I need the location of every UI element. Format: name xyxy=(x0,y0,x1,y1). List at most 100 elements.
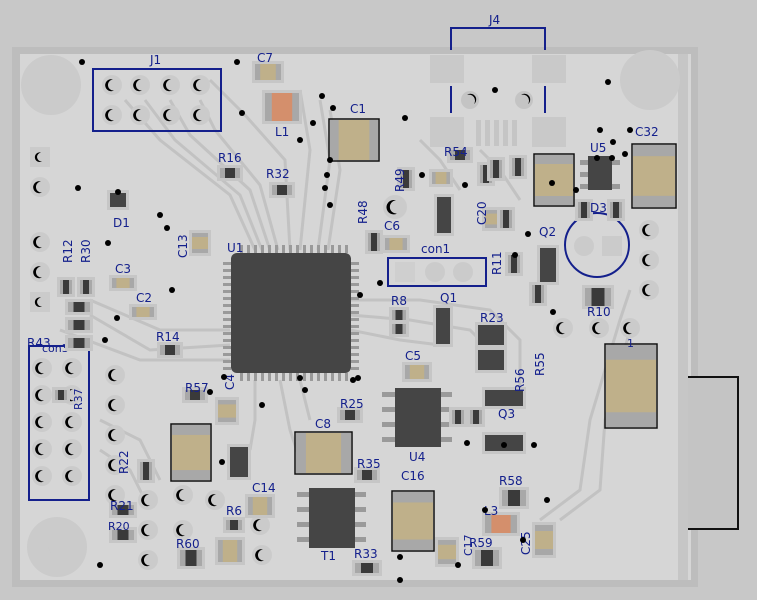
resistor-R16[interactable] xyxy=(217,165,243,181)
capacitor-C10[interactable] xyxy=(215,537,245,565)
resistor-R32[interactable] xyxy=(269,182,295,198)
resistor-R59[interactable] xyxy=(472,547,502,569)
resistor-R6[interactable] xyxy=(223,517,245,533)
transistor-Q3[interactable] xyxy=(482,387,526,409)
resistor-R56[interactable] xyxy=(467,407,485,427)
resistor-R12[interactable] xyxy=(57,277,75,297)
resistor-R58[interactable] xyxy=(499,487,529,509)
resistor-R25[interactable] xyxy=(337,407,363,423)
capacitor-C2[interactable] xyxy=(129,304,157,320)
resistor-R48[interactable] xyxy=(365,230,383,254)
capacitor-C6[interactable] xyxy=(382,235,410,253)
con3-pin xyxy=(32,466,52,486)
capacitor-C5[interactable] xyxy=(402,362,432,382)
resistor-R22[interactable] xyxy=(137,459,155,483)
capacitor-C3[interactable] xyxy=(109,275,137,291)
label-R58: R58 xyxy=(499,474,523,488)
resistor-R20[interactable] xyxy=(109,527,137,543)
inductor-L3[interactable] xyxy=(482,512,520,536)
resistor-R23b[interactable] xyxy=(475,347,507,373)
connector-con1[interactable]: con1 xyxy=(387,242,487,287)
through-hole-pad xyxy=(250,515,270,535)
resistor-R13[interactable] xyxy=(607,199,625,221)
label-R35: R35 xyxy=(357,457,381,471)
resistor-R60[interactable] xyxy=(177,547,205,569)
resistor-R8[interactable] xyxy=(389,307,409,323)
connector-con3[interactable]: con3 xyxy=(28,342,90,501)
resistor-R35[interactable] xyxy=(354,467,380,483)
ic-T1[interactable]: T1 xyxy=(297,488,366,563)
capacitor-C21[interactable] xyxy=(429,169,453,187)
u1-pin xyxy=(223,290,231,293)
u1-pin xyxy=(223,269,231,272)
resistor-R43[interactable] xyxy=(65,335,93,351)
con3-pin xyxy=(62,466,82,486)
capacitor-C7[interactable] xyxy=(252,61,284,83)
resistor-R21[interactable] xyxy=(109,502,137,518)
resistor-R49[interactable] xyxy=(397,167,415,191)
resistor-R57[interactable] xyxy=(182,387,208,403)
u1-pin xyxy=(223,297,231,300)
ic-U4[interactable]: U4 xyxy=(382,388,452,464)
transistor-Q2[interactable] xyxy=(537,245,559,285)
resistor-R37[interactable] xyxy=(52,387,70,403)
resistor-R10[interactable] xyxy=(582,285,614,309)
via xyxy=(573,187,579,193)
label-R11: R11 xyxy=(490,251,504,275)
resistor-R-stack1[interactable] xyxy=(65,299,93,315)
resistor-R15[interactable] xyxy=(497,207,515,231)
via xyxy=(115,189,121,195)
capacitor-C4[interactable] xyxy=(215,397,239,425)
capacitor-C32[interactable] xyxy=(631,143,677,209)
capacitor-C20[interactable] xyxy=(482,207,500,231)
connector-J1[interactable]: J1 xyxy=(92,53,222,132)
capacitor-C16[interactable] xyxy=(391,490,435,552)
resistor-R-b[interactable] xyxy=(487,157,505,181)
inductor-L1[interactable] xyxy=(262,90,302,124)
label-R22: R22 xyxy=(117,450,131,474)
capacitor-C1[interactable] xyxy=(328,118,380,162)
resistor-R-c[interactable] xyxy=(509,155,527,179)
resistor-R8b[interactable] xyxy=(389,321,409,337)
ic-U1[interactable]: U1 xyxy=(223,241,359,381)
resistor-R-stack2[interactable] xyxy=(65,317,93,333)
transistor-Q4[interactable] xyxy=(434,194,454,236)
transistor-D2[interactable] xyxy=(227,444,251,480)
capacitor-C8[interactable] xyxy=(294,431,353,475)
capacitor-C18[interactable] xyxy=(170,423,212,482)
capacitor-C19[interactable] xyxy=(533,153,575,207)
capacitor-C17[interactable] xyxy=(435,537,459,567)
via xyxy=(397,554,403,560)
u1-pin xyxy=(268,373,271,381)
resistor-R23[interactable] xyxy=(475,322,507,348)
resistor-R54[interactable] xyxy=(447,147,473,163)
j1-pin xyxy=(190,105,210,125)
resistor-R26[interactable] xyxy=(449,407,467,427)
via xyxy=(397,577,403,583)
via xyxy=(169,287,175,293)
via xyxy=(219,459,225,465)
left-header-pads[interactable] xyxy=(30,147,640,570)
resistor-R33[interactable] xyxy=(352,560,382,576)
transistor-Q1[interactable] xyxy=(433,305,453,347)
resistor-R30[interactable] xyxy=(77,277,95,297)
resistor-R-D3a[interactable] xyxy=(575,199,593,221)
capacitor-C14[interactable] xyxy=(245,494,275,518)
u1-pin xyxy=(317,373,320,381)
resistor-R55[interactable] xyxy=(529,282,547,306)
u1-pin xyxy=(331,373,334,381)
capacitor-C25[interactable] xyxy=(532,522,556,558)
u1-pin xyxy=(351,360,359,363)
via xyxy=(520,537,526,543)
diode-D1[interactable] xyxy=(107,190,129,210)
ic-U5[interactable]: U5 xyxy=(580,141,620,190)
capacitor-C13[interactable] xyxy=(189,230,211,256)
via xyxy=(97,562,103,568)
resistor-R11[interactable] xyxy=(505,252,523,276)
right-pads[interactable] xyxy=(383,195,659,300)
capacitor-C-large[interactable] xyxy=(604,343,658,429)
u1-pin xyxy=(310,245,313,253)
u1-pin xyxy=(223,367,231,370)
resistor-R14[interactable] xyxy=(157,342,183,358)
connector-J4[interactable]: J4 xyxy=(430,13,566,147)
